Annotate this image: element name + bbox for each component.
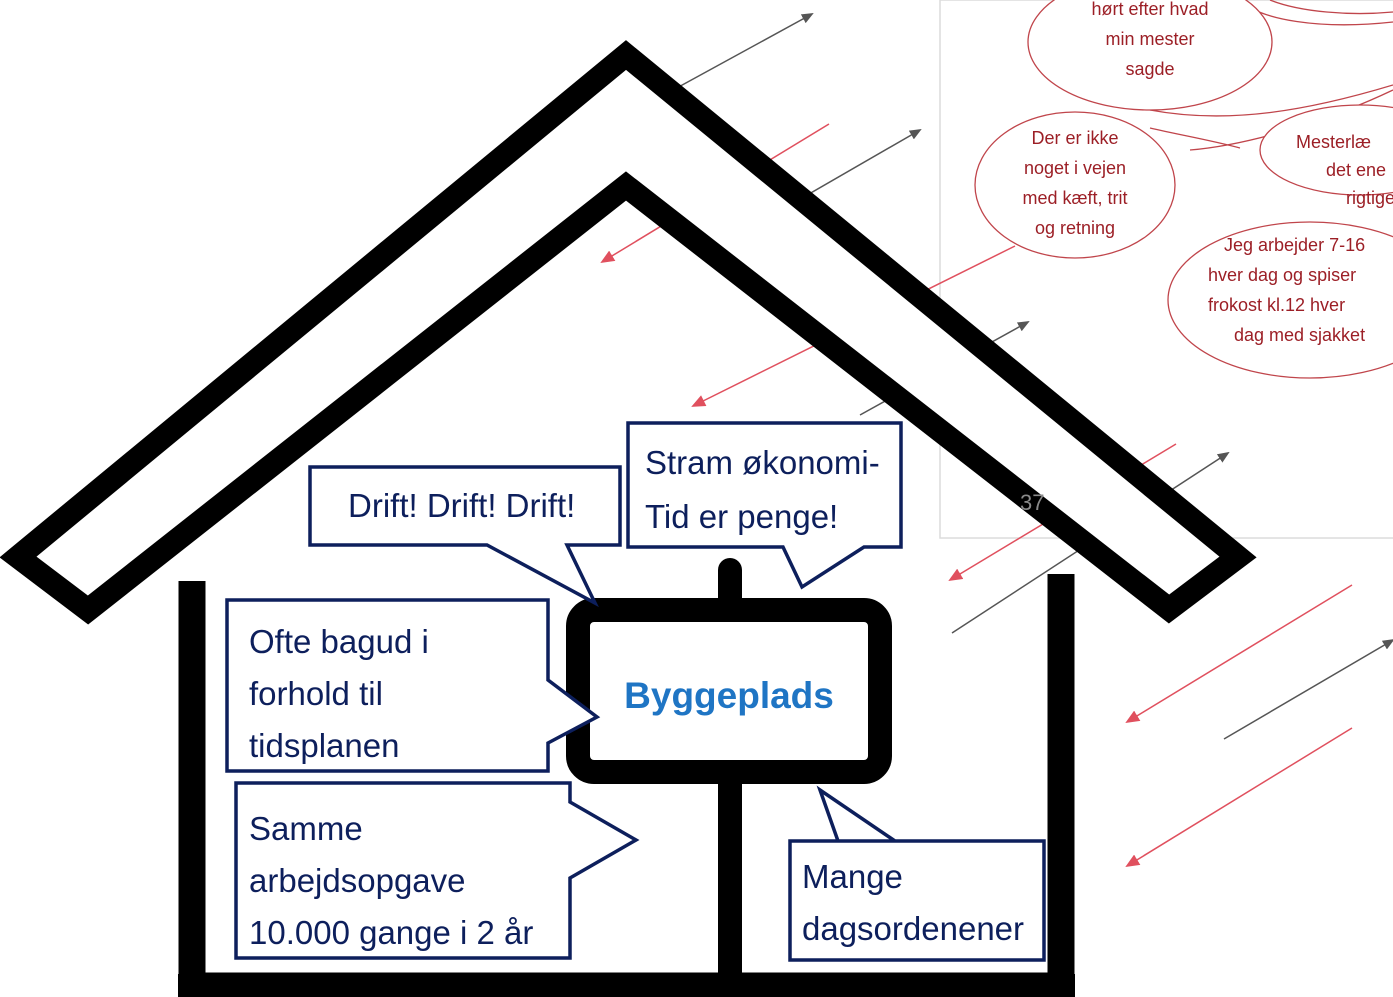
- callout-line: tidsplanen: [249, 727, 400, 764]
- thought-line: noget i vejen: [1023, 158, 1127, 178]
- thought-bubble-arbejder: [1167, 221, 1393, 379]
- callout-drift: [308, 465, 622, 608]
- thought-line: det ene: [1326, 160, 1387, 180]
- callout-line: arbejdsopgave: [249, 862, 466, 899]
- arrow-red: [1125, 584, 1353, 724]
- callout-line: Stram økonomi-: [645, 444, 880, 481]
- thought-line: Jeg arbejder 7-16: [1224, 235, 1366, 255]
- thought-line: rigtige: [1346, 188, 1393, 208]
- thought-line: med kæft, trit: [1022, 188, 1128, 208]
- callout-line: 10.000 gange i 2 år: [249, 914, 534, 951]
- callout-agendas: [788, 785, 1046, 962]
- thought-text-arbejder: Jeg arbejder 7-16 hver dag og spiser fro…: [1208, 230, 1393, 350]
- thought-line: hørt efter hvad: [1091, 0, 1209, 19]
- thought-bubble-kaeft: [974, 111, 1176, 259]
- callout-line: dagsordenener: [802, 910, 1025, 947]
- thought-text-kaeft: Der er ikke noget i vejen med kæft, trit…: [1000, 123, 1150, 243]
- arrow-red: [1125, 727, 1353, 868]
- callout-line: forhold til: [249, 675, 383, 712]
- thought-bubble-mester: [1027, 0, 1273, 111]
- sign-label: Byggeplads: [624, 675, 834, 716]
- callout-behind-text: Ofte bagud i forhold til tidsplanen: [249, 616, 429, 772]
- sign-board: [566, 598, 892, 784]
- callout-economy-text: Stram økonomi- Tid er penge!: [645, 436, 880, 544]
- thought-line: frokost kl.12 hver: [1208, 295, 1346, 315]
- construction-sign: [566, 558, 892, 990]
- thought-line: sagde: [1125, 59, 1175, 79]
- callout-economy: [626, 421, 903, 590]
- callout-same-task-text: Samme arbejdsopgave 10.000 gange i 2 år: [249, 803, 533, 959]
- page-number: 37: [1020, 490, 1045, 515]
- thought-text-mesterlaere: Mesterlæ det ene rigtige: [1296, 128, 1393, 212]
- thought-text-mester: hørt efter hvad min mester sagde: [1058, 0, 1242, 84]
- callout-drift-text: Drift! Drift! Drift!: [348, 480, 575, 532]
- thought-line: dag med sjakket: [1234, 325, 1366, 345]
- arrow-dark: [1223, 638, 1393, 740]
- callout-behind: [225, 598, 601, 773]
- callout-line: Tid er penge!: [645, 498, 839, 535]
- callout-agendas-text: Mange dagsordenener: [802, 851, 1024, 955]
- thought-line: Mesterlæ: [1296, 132, 1372, 152]
- house-roof: [0, 40, 1257, 625]
- callout-line: Ofte bagud i: [249, 623, 429, 660]
- thought-bubble-mesterlaere: [1259, 104, 1393, 196]
- thought-line: min mester: [1105, 29, 1195, 49]
- thought-line: Der er ikke: [1031, 128, 1119, 148]
- thought-line: og retning: [1034, 218, 1116, 238]
- callouts: [225, 421, 1046, 962]
- callout-same-task: [234, 781, 640, 960]
- callout-line: Samme: [249, 810, 363, 847]
- thought-line: hver dag og spiser: [1208, 265, 1357, 285]
- callout-line: Drift! Drift! Drift!: [348, 487, 576, 524]
- callout-line: Mange: [802, 858, 903, 895]
